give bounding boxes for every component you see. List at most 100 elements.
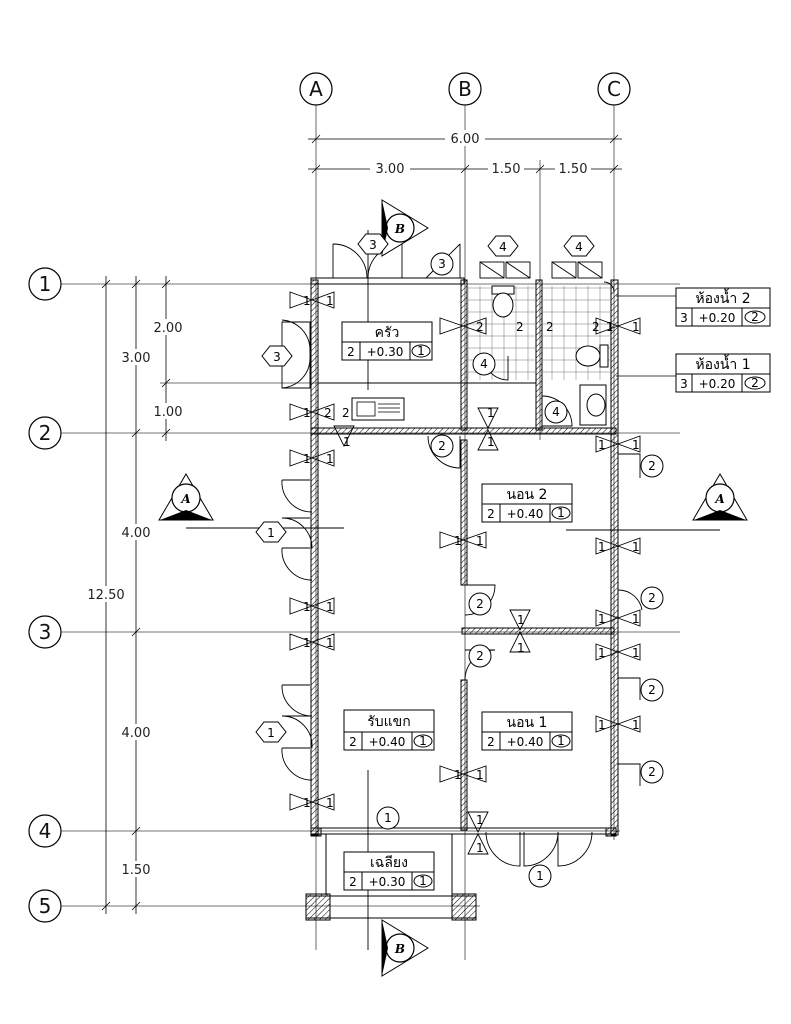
window-marks: [333, 407, 531, 855]
room-tag-kitchen: ครัว 2 +0.30 1: [341, 321, 433, 361]
grid-bubble-2: 2: [28, 416, 62, 450]
svg-text:1: 1: [326, 600, 334, 614]
svg-text:1: 1: [598, 612, 606, 626]
svg-text:4: 4: [499, 240, 507, 254]
toilet-icon: [575, 344, 609, 368]
grid-bubble-b: B: [448, 72, 482, 106]
dim-total-length: 12.50: [87, 588, 124, 603]
room-level: +0.40: [507, 735, 544, 749]
svg-text:1: 1: [267, 526, 275, 540]
door-tag-1-bottom: 1: [528, 864, 552, 888]
window-tag-1-left-a: 1: [255, 521, 287, 543]
svg-text:1: 1: [476, 813, 484, 827]
door-tag-4-bath1: 4: [544, 400, 568, 424]
svg-text:1: 1: [487, 406, 495, 420]
svg-text:2: 2: [342, 406, 350, 420]
svg-text:1: 1: [476, 534, 484, 548]
svg-text:1: 1: [303, 636, 311, 650]
room-level: +0.40: [507, 507, 544, 521]
svg-text:1: 1: [326, 796, 334, 810]
room-ceiling: 1: [417, 344, 425, 358]
dim-row-12-sub-a: 2.00: [154, 321, 183, 336]
room-ceiling: 2: [751, 310, 759, 324]
svg-text:1: 1: [598, 540, 606, 554]
grid-bubble-4-label: 4: [39, 819, 52, 843]
room-tag-bathroom-1: ห้องน้ำ 1 3 +0.20 2: [616, 353, 771, 393]
svg-text:2: 2: [592, 320, 600, 334]
svg-text:4: 4: [575, 240, 583, 254]
svg-text:1: 1: [454, 534, 462, 548]
section-marker-b-top: B: [381, 199, 429, 257]
sink-icon: [356, 401, 400, 417]
dim-row-34: 4.00: [122, 726, 151, 741]
grid-row-bubbles: 1 2 3 4 5: [28, 267, 62, 923]
door-tag-2-bed2: 2: [468, 592, 492, 616]
svg-text:1: 1: [303, 452, 311, 466]
svg-text:2: 2: [648, 765, 656, 779]
svg-text:1: 1: [326, 636, 334, 650]
grid-bubble-a: A: [299, 72, 333, 106]
left-dimensions: 12.50 3.00 2.00 1.00 4.00 4.00 1.50: [86, 276, 186, 914]
svg-text:1: 1: [517, 641, 525, 655]
svg-text:2: 2: [546, 320, 554, 334]
svg-text:1: 1: [343, 435, 351, 449]
svg-text:2: 2: [476, 649, 484, 663]
walls: [310, 277, 619, 837]
room-finish: 3: [680, 311, 688, 325]
door-tag-2-r3: 2: [640, 678, 664, 702]
dim-row-12-sub-b: 1.00: [154, 405, 183, 420]
section-marker-a-label-2: A: [714, 492, 724, 506]
room-name: ครัว: [375, 325, 400, 341]
top-dimensions: 6.00 3.00 1.50 1.50: [308, 130, 622, 177]
svg-text:1: 1: [536, 869, 544, 883]
svg-text:1: 1: [517, 613, 525, 627]
dim-row-12: 3.00: [122, 351, 151, 366]
svg-text:3: 3: [369, 238, 377, 252]
svg-text:3: 3: [438, 257, 446, 271]
svg-text:2: 2: [324, 406, 332, 420]
washbasin-icon: [579, 384, 607, 426]
room-finish: 2: [487, 735, 495, 749]
room-ceiling: 1: [557, 734, 565, 748]
door-tags: 3 4 4 2 2 2 2 2 2 2 1 1: [376, 252, 664, 888]
room-name: นอน 1: [507, 715, 548, 731]
dim-col-mid-c: 1.50: [559, 162, 588, 177]
svg-text:2: 2: [476, 597, 484, 611]
window-tag-4-b: 4: [563, 235, 595, 257]
svg-text:1: 1: [632, 320, 640, 334]
grid-bubble-3-label: 3: [39, 620, 52, 644]
svg-text:1: 1: [326, 452, 334, 466]
door-tag-2-bed1: 2: [468, 644, 492, 668]
room-tag-bedroom-2: นอน 2 2 +0.40 1: [481, 483, 573, 523]
room-level: +0.20: [699, 311, 736, 325]
room-ceiling: 1: [419, 734, 427, 748]
svg-text:1: 1: [303, 600, 311, 614]
svg-text:1: 1: [632, 612, 640, 626]
room-tag-bedroom-1: นอน 1 2 +0.40 1: [481, 711, 573, 751]
grid-bubble-c: C: [597, 72, 631, 106]
room-finish: 2: [487, 507, 495, 521]
window-tag-4-a: 4: [487, 235, 519, 257]
room-ceiling: 2: [751, 376, 759, 390]
svg-text:2: 2: [438, 439, 446, 453]
svg-text:2: 2: [648, 591, 656, 605]
door-tag-2-r4: 2: [640, 760, 664, 784]
vent-blocks: [479, 261, 603, 279]
room-tag-porch: เฉลียง 2 +0.30 1: [343, 851, 435, 891]
room-finish: 2: [349, 875, 357, 889]
window-tag-3-top: 3: [357, 233, 389, 255]
grid-bubble-a-label: A: [309, 77, 323, 101]
room-level: +0.40: [369, 735, 406, 749]
room-level: +0.30: [367, 345, 404, 359]
svg-text:1: 1: [303, 406, 311, 420]
room-name: ห้องน้ำ 1: [695, 354, 750, 373]
door-tag-2-r1: 2: [640, 454, 664, 478]
room-tag-living: รับแขก 2 +0.40 1: [343, 709, 435, 751]
grid-bubble-1-label: 1: [39, 272, 52, 296]
porch: [305, 834, 477, 921]
section-marker-b-label-2: B: [394, 942, 405, 956]
door-tag-2-r2: 2: [640, 586, 664, 610]
grid-bubble-5-label: 5: [39, 894, 52, 918]
door-tag-3-kitchen: 3: [430, 252, 454, 276]
